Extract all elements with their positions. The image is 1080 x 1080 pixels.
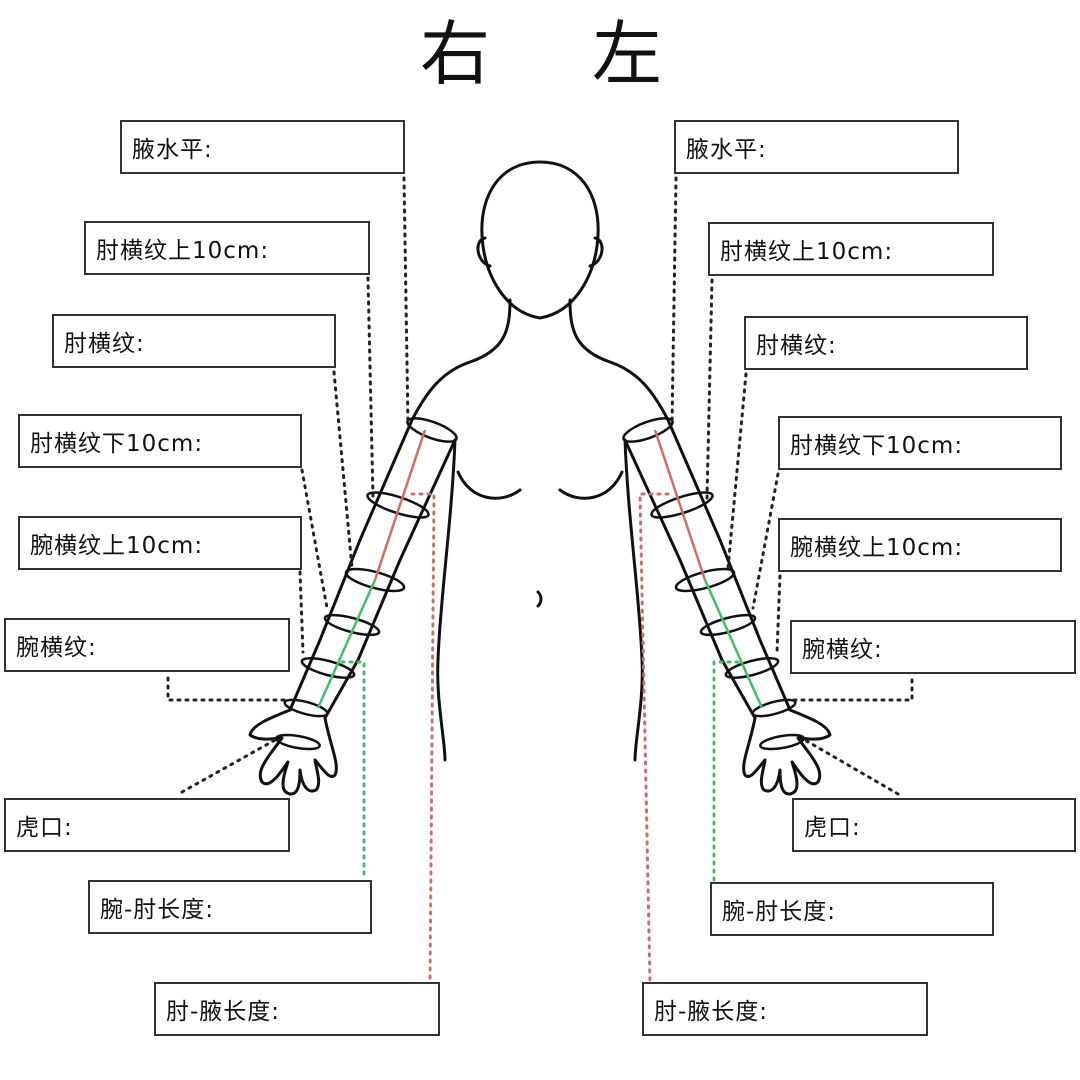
right-axilla-field[interactable]: 腋水平: (120, 120, 405, 174)
leader-right-elbow-minus10 (300, 468, 329, 610)
leader-right-elbow-axilla-length (410, 492, 436, 984)
leader-left-wrist (788, 678, 914, 702)
right-hand-outline (248, 708, 338, 796)
left-elbow-plus10-field[interactable]: 肘横纹上10cm: (708, 222, 994, 276)
left-wrist-elbow-length-field[interactable]: 腕-肘长度: (710, 882, 994, 936)
left-side-title: 左 (592, 13, 662, 95)
right-elbow-axilla-length-field[interactable]: 肘-腋长度: (154, 982, 440, 1036)
right-arm-outline (288, 418, 457, 720)
leader-right-wrist-plus10 (298, 570, 305, 654)
leader-left-web (803, 738, 900, 796)
leader-left-wrist-plus10 (775, 574, 782, 654)
left-ear (588, 236, 604, 268)
left-elbow-minus10-field[interactable]: 肘横纹下10cm: (778, 416, 1062, 470)
right-ear (476, 236, 492, 268)
leader-left-elbow-axilla-length (638, 492, 670, 984)
leader-right-elbow (332, 370, 354, 570)
ring-right-wrist (283, 698, 329, 718)
head-outline (480, 160, 600, 320)
ring-left-wrist (751, 698, 797, 718)
chest-line (456, 470, 624, 500)
right-side-title: 右 (420, 13, 490, 95)
ring-left-web (759, 733, 805, 751)
leader-right-axilla (402, 176, 410, 427)
leader-right-wrist-elbow-length (340, 660, 366, 882)
ring-left-axilla (622, 417, 674, 443)
leader-right-elbow-plus10 (366, 276, 375, 500)
left-web-field[interactable]: 虎口: (792, 798, 1076, 852)
left-wrist-field[interactable]: 腕横纹: (790, 620, 1076, 674)
leader-left-elbow (726, 372, 748, 570)
ring-left-elbow-minus10 (699, 613, 757, 637)
leader-left-elbow-minus10 (751, 472, 780, 610)
ring-right-wrist-plus10 (300, 657, 356, 679)
left-wrist-plus10-field[interactable]: 腕横纹上10cm: (778, 518, 1062, 572)
left-hand-outline (742, 708, 832, 796)
left-forearm-length-line (703, 579, 764, 709)
right-web-field[interactable]: 虎口: (4, 798, 290, 852)
right-elbow-field[interactable]: 肘横纹: (52, 314, 336, 368)
right-elbow-plus10-field[interactable]: 肘横纹上10cm: (84, 221, 370, 275)
ring-right-elbow-minus10 (323, 613, 381, 637)
right-wrist-plus10-field[interactable]: 腕横纹上10cm: (18, 516, 302, 570)
ring-right-elbow-plus10 (366, 491, 430, 519)
ring-left-wrist-plus10 (724, 657, 780, 679)
leader-left-elbow-plus10 (705, 278, 714, 500)
navel (536, 590, 543, 608)
left-axilla-field[interactable]: 腋水平: (674, 120, 959, 174)
torso-outline (410, 298, 670, 762)
right-elbow-minus10-field[interactable]: 肘横纹下10cm: (18, 414, 302, 468)
right-upper-arm-length-line (373, 429, 427, 581)
ring-right-axilla (406, 417, 458, 443)
left-upper-arm-length-line (653, 429, 707, 581)
right-forearm-length-line (316, 579, 377, 709)
leader-left-wrist-elbow-length (712, 660, 740, 884)
right-wrist-field[interactable]: 腕横纹: (4, 618, 290, 672)
ring-left-elbow-plus10 (650, 491, 714, 519)
leader-right-web (180, 738, 277, 794)
leader-right-wrist (166, 676, 292, 702)
left-arm-outline (623, 418, 792, 720)
leader-left-axilla (670, 176, 678, 427)
left-elbow-field[interactable]: 肘横纹: (744, 316, 1028, 370)
right-wrist-elbow-length-field[interactable]: 腕-肘长度: (88, 880, 372, 934)
left-elbow-axilla-length-field[interactable]: 肘-腋长度: (642, 982, 928, 1036)
ring-right-web (275, 733, 321, 751)
